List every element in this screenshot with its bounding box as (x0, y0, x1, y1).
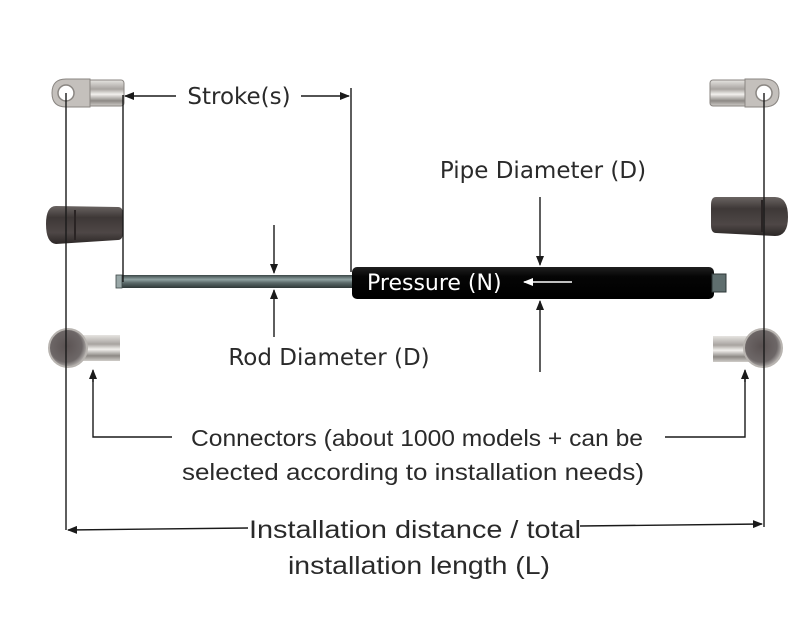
left-cap-connector (46, 206, 123, 244)
gas-spring-strut (115, 267, 727, 299)
right-eyelet-connector (709, 78, 780, 108)
right-ball-socket-connector (713, 328, 783, 368)
left-eyelet-connector (51, 78, 125, 108)
dimension-lines (65, 88, 765, 534)
stroke-label: Stroke(s) (187, 84, 290, 110)
piston-rod (116, 275, 356, 288)
left-ball-socket-connector (48, 328, 120, 368)
end-fitting (711, 273, 727, 293)
connectors-label-line1: Connectors (about 1000 models + can be (191, 425, 643, 451)
right-cap-connector (711, 197, 788, 236)
rod-diameter-label: Rod Diameter (D) (228, 345, 429, 371)
pressure-cylinder (352, 267, 714, 299)
installation-length-label-line1: Installation distance / total (249, 516, 581, 544)
connectors-label-line2: selected according to installation needs… (182, 459, 644, 485)
pipe-diameter-label: Pipe Diameter (D) (440, 158, 646, 184)
pressure-label: Pressure (N) (367, 271, 502, 296)
installation-length-label-line2: installation length (L) (288, 552, 550, 580)
